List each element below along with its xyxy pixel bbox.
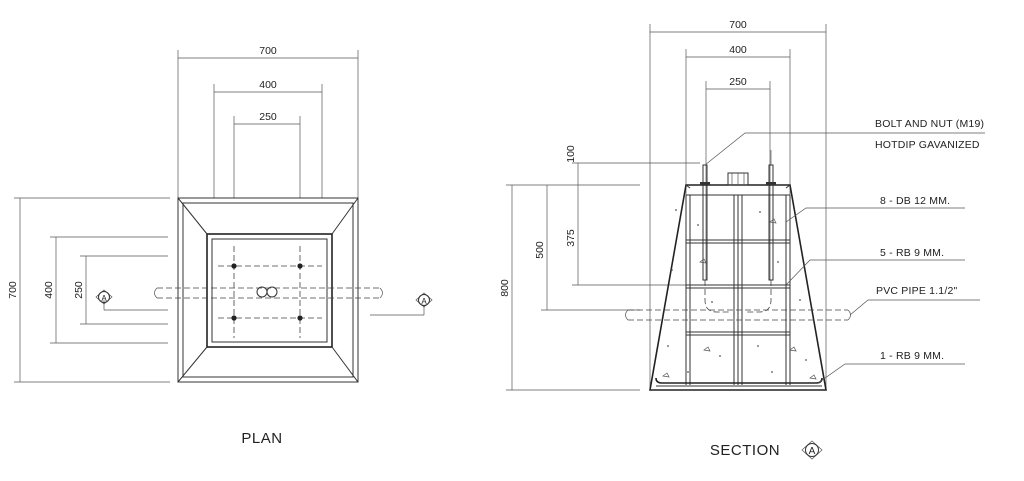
note-bolt-and-nut: BOLT AND NUT (M19) [875, 118, 984, 130]
section-footing-outline [649, 184, 827, 391]
note-pvc-pipe: PVC PIPE 1.1/2" [876, 285, 958, 297]
section-title-marker-label: A [809, 446, 816, 457]
plan-title: PLAN [241, 430, 282, 447]
section-rebar-cage [655, 194, 823, 387]
section-dim-250-label: 250 [729, 76, 747, 88]
plan-dim-left-700-label: 700 [7, 281, 19, 299]
plan-dim-700-label: 700 [259, 45, 277, 57]
plan-section-marker-left: A [95, 289, 113, 305]
section-dim-100-label: 100 [565, 145, 577, 163]
plan-rebar-grid [218, 246, 322, 338]
plan-section-marker-right: A [415, 292, 433, 308]
plan-dim-left-400: 400 [43, 236, 168, 344]
section-dim-500-label: 500 [534, 241, 546, 259]
plan-pedestal-top [206, 233, 333, 348]
plan-dim-left-700: 700 [7, 197, 170, 383]
plan-dim-left-400-label: 400 [43, 281, 55, 299]
section-concrete-hatch [662, 209, 817, 380]
plan-dim-top-400: 400 [213, 79, 323, 198]
section-dim-375-label: 375 [565, 229, 577, 247]
section-dim-left-100: 100 [565, 145, 700, 185]
section-title: SECTION [710, 442, 780, 459]
section-dim-top-250: 250 [705, 76, 771, 280]
plan-dim-400-label: 400 [259, 79, 277, 91]
section-dim-400-label: 400 [729, 44, 747, 56]
note-rb9-stirrups: 5 - RB 9 MM. [880, 247, 944, 259]
section-dim-left-375: 375 [565, 185, 700, 286]
plan-base-outline [177, 197, 359, 383]
plan-dim-top-250: 250 [233, 111, 301, 198]
plan-base-inner-line [182, 202, 354, 378]
plan-dim-250-label: 250 [259, 111, 277, 123]
plan-anchor-bolts [231, 263, 303, 321]
plan-marker-right-label: A [421, 297, 427, 306]
plan-section-cut-line [103, 287, 425, 316]
plan-pedestal-inner [211, 238, 328, 343]
section-pvc-pipe-head [727, 172, 749, 186]
section-dim-800-label: 800 [499, 279, 511, 297]
plan-pvc-pipe [256, 286, 278, 298]
note-db12-bars: 8 - DB 12 MM. [880, 195, 950, 207]
section-dim-left-500: 500 [534, 185, 640, 311]
section-dim-700-label: 700 [729, 19, 747, 31]
section-notes: BOLT AND NUT (M19) HOTDIP GAVANIZED 8 - … [704, 118, 985, 384]
section-pvc-pipe [625, 309, 851, 321]
plan-view: 700 400 250 700 400 [7, 45, 433, 447]
plan-marker-left-label: A [101, 294, 107, 303]
section-view: 700 400 250 800 500 375 [499, 19, 985, 460]
section-dim-top-700: 700 [649, 19, 827, 390]
plan-dim-top-700: 700 [177, 45, 359, 198]
section-title-marker: A [801, 440, 823, 460]
note-hotdip-galvanized: HOTDIP GAVANIZED [875, 139, 980, 151]
section-dim-left-800: 800 [499, 184, 640, 391]
note-rb9-bottom: 1 - RB 9 MM. [880, 350, 944, 362]
plan-dim-left-250-label: 250 [73, 281, 85, 299]
plan-dim-left-250: 250 [73, 255, 168, 325]
